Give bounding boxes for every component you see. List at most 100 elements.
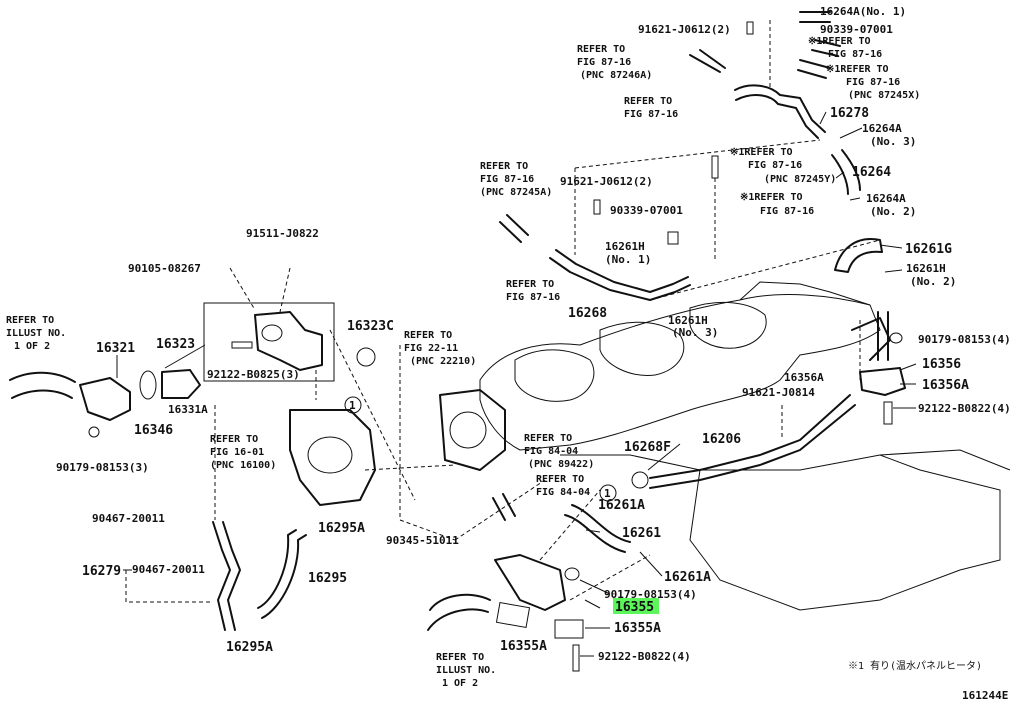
pipe-16268 bbox=[499, 214, 691, 301]
pipe-16206 bbox=[631, 311, 906, 489]
label-16261h: 16261H bbox=[605, 240, 645, 253]
label-16264a-no1: 16264A(No. 1) bbox=[820, 5, 906, 18]
label-16261: 16261 bbox=[622, 526, 661, 541]
lower-hoses bbox=[212, 493, 631, 672]
ref-refer-to: REFER TO bbox=[6, 315, 54, 326]
label-no2: (No. 2) bbox=[870, 205, 916, 218]
ref-illust: ILLUST NO. bbox=[436, 665, 496, 676]
label-16261a-b: 16261A bbox=[664, 570, 711, 585]
ref-refer-to: REFER TO bbox=[624, 96, 672, 107]
label-16278: 16278 bbox=[830, 106, 869, 121]
dashed-leaders bbox=[125, 20, 881, 603]
ref-1-of-2: 1 OF 2 bbox=[442, 678, 478, 689]
highlight-16355 bbox=[613, 598, 659, 614]
ref-pnc: (PNC 87245Y) bbox=[764, 174, 836, 185]
label-no3-b: (No. 3) bbox=[672, 326, 718, 339]
solid-leaders bbox=[116, 11, 917, 657]
label-91511-j0822: 91511-J0822 bbox=[246, 227, 319, 240]
label-90339-07001: 90339-07001 bbox=[820, 23, 893, 36]
label-16261h-c: 16261H bbox=[668, 314, 708, 327]
ref-fig: FIG 16-01 bbox=[210, 447, 264, 458]
label-16295a: 16295A bbox=[318, 521, 365, 536]
label-16355a-b: 16355A bbox=[500, 639, 547, 654]
label-90345-51011: 90345-51011 bbox=[386, 534, 459, 547]
ref-refer-to: REFER TO bbox=[524, 433, 572, 444]
label-91621-j0612-b: 91621-J0612(2) bbox=[560, 175, 653, 188]
label-16331a: 16331A bbox=[168, 403, 208, 416]
label-16261g: 16261G bbox=[905, 242, 952, 257]
ref-refer-to: ※1REFER TO bbox=[808, 36, 871, 47]
callout-2: 1 bbox=[604, 487, 611, 500]
ref-pnc: (PNC 87245X) bbox=[848, 90, 920, 101]
ref-pnc: (PNC 16100) bbox=[210, 460, 276, 471]
callout-1: 1 bbox=[349, 399, 356, 412]
label-16323: 16323 bbox=[156, 337, 195, 352]
label-16356a-b: 16356A bbox=[922, 378, 969, 393]
water-pump bbox=[289, 389, 506, 506]
label-91621-j0612: 91621-J0612(2) bbox=[638, 23, 731, 36]
label-16346: 16346 bbox=[134, 423, 173, 438]
footnote: ※1 有り(温水パネルヒータ) bbox=[848, 659, 982, 672]
ref-fig: FIG 87-16 bbox=[760, 206, 814, 217]
callout-2-circle bbox=[599, 484, 617, 502]
label-no2-b: (No. 2) bbox=[910, 275, 956, 288]
ref-refer-to: ※1REFER TO bbox=[740, 192, 803, 203]
label-16264a: 16264A bbox=[862, 122, 902, 135]
label-16356a: 16356A bbox=[784, 371, 824, 384]
ref-fig: FIG 87-16 bbox=[506, 292, 560, 303]
ref-pnc: (PNC 22210) bbox=[410, 356, 476, 367]
ref-refer-to: ※1REFER TO bbox=[730, 147, 793, 158]
ref-fig: FIG 84-04 bbox=[524, 446, 578, 457]
upper-hose-assembly bbox=[593, 11, 883, 273]
label-90467-20011-b: 90467-20011 bbox=[132, 563, 205, 576]
ref-pnc: (PNC 87245A) bbox=[480, 187, 552, 198]
ref-fig: FIG 22-11 bbox=[404, 343, 458, 354]
label-90467-20011: 90467-20011 bbox=[92, 512, 165, 525]
ref-fig: FIG 87-16 bbox=[828, 49, 882, 60]
callouts: 1 1 bbox=[344, 396, 617, 502]
label-90179-08153-4: 90179-08153(4) bbox=[918, 333, 1011, 346]
ref-refer-to: REFER TO bbox=[404, 330, 452, 341]
label-90105-08267: 90105-08267 bbox=[128, 262, 201, 275]
outlet-housing-16323 bbox=[203, 302, 376, 382]
ref-refer-to: REFER TO bbox=[210, 434, 258, 445]
ref-fig: FIG 84-04 bbox=[536, 487, 590, 498]
ref-refer-to: REFER TO bbox=[480, 161, 528, 172]
ref-illust: ILLUST NO. bbox=[6, 328, 66, 339]
label-92122-b0825: 92122-B0825(3) bbox=[207, 368, 300, 381]
ref-refer-to: REFER TO bbox=[436, 652, 484, 663]
ref-fig: FIG 87-16 bbox=[624, 109, 678, 120]
ref-refer-to: REFER TO bbox=[506, 279, 554, 290]
ref-refer-to: REFER TO bbox=[577, 44, 625, 55]
labels: 16264A(No. 1) 91621-J0612(2) 90339-07001… bbox=[6, 5, 1011, 702]
ref-refer-to: ※1REFER TO bbox=[826, 64, 889, 75]
water-outlet-16321 bbox=[9, 369, 201, 438]
ref-fig: FIG 87-16 bbox=[846, 77, 900, 88]
label-16261h-b: 16261H bbox=[906, 262, 946, 275]
label-16356: 16356 bbox=[922, 357, 961, 372]
ref-fig: FIG 87-16 bbox=[748, 160, 802, 171]
label-16321: 16321 bbox=[96, 341, 135, 356]
illustration-id: 161244E bbox=[962, 689, 1008, 702]
label-16279: 16279 bbox=[82, 564, 121, 579]
ref-refer-to: REFER TO bbox=[536, 474, 584, 485]
label-92122-b0822: 92122-B0822(4) bbox=[918, 402, 1011, 415]
label-16268f: 16268F bbox=[624, 440, 671, 455]
label-16355: 16355 bbox=[615, 600, 654, 615]
label-90339-07001-b: 90339-07001 bbox=[610, 204, 683, 217]
ref-fig: FIG 87-16 bbox=[577, 57, 631, 68]
label-16264: 16264 bbox=[852, 165, 891, 180]
ref-pnc: (PNC 87246A) bbox=[580, 70, 652, 81]
label-no3: (No. 3) bbox=[870, 135, 916, 148]
label-16261a: 16261A bbox=[598, 498, 645, 513]
ref-fig: FIG 87-16 bbox=[480, 174, 534, 185]
ref-1-of-2: 1 OF 2 bbox=[14, 341, 50, 352]
callout-1-circle bbox=[344, 396, 362, 414]
label-91621-j0814: 91621-J0814 bbox=[742, 386, 815, 399]
ref-pnc: (PNC 89422) bbox=[528, 459, 594, 470]
label-16295: 16295 bbox=[308, 571, 347, 586]
label-16206: 16206 bbox=[702, 432, 741, 447]
label-16268: 16268 bbox=[568, 306, 607, 321]
